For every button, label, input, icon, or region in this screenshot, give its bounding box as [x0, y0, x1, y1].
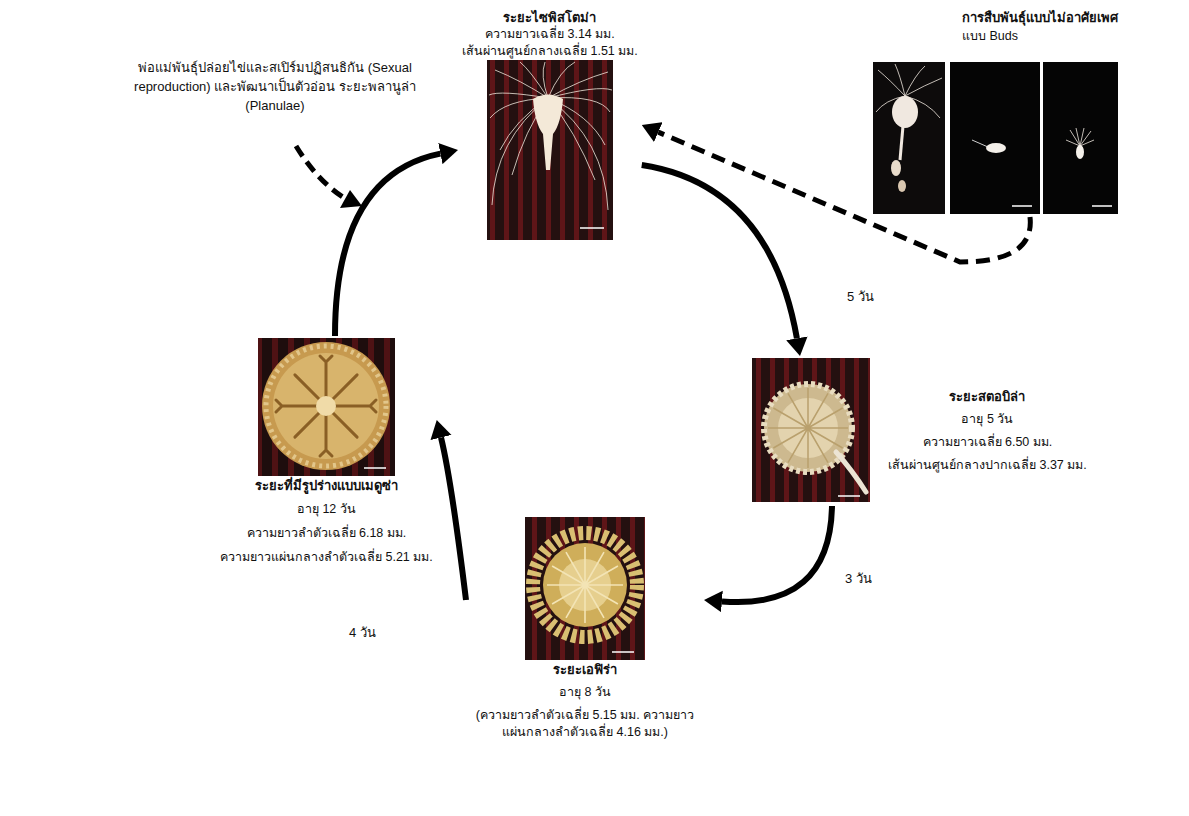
stage-heading: ระยะที่มีรูปร่างแบบเมดูซ่า [220, 477, 433, 494]
stage-heading: ระยะไซพิสโตม่า [462, 9, 638, 26]
scale-bar [1012, 205, 1032, 207]
stage-node: การสืบพันธุ์แบบไม่อาศัยเพศแบบ Buds [870, 6, 1128, 217]
stage-detail: เส้นผ่านศูนย์กลางปากเฉลี่ย 3.37 มม. [888, 457, 1087, 474]
scale-bar [580, 227, 604, 229]
tentacle [1066, 140, 1080, 146]
photo-frame [487, 60, 613, 240]
text-group: ระยะไซพิสโตม่าความยาวเฉลี่ย 3.14 มม.เส้น… [462, 9, 638, 60]
medusa-canals [276, 356, 376, 456]
text-group: ระยะที่มีรูปร่างแบบเมดูซ่าอายุ 12 วันควา… [220, 477, 433, 566]
photo-background [950, 62, 1040, 214]
tentacle [905, 66, 925, 96]
tentacle [495, 70, 548, 98]
polyp-stalk [900, 126, 903, 160]
ephyra-photo [525, 517, 645, 660]
stage-node: ระยะสตอบิล่าอายุ 5 วันความยาวเฉลี่ย 6.50… [752, 356, 1091, 506]
bud [891, 160, 901, 176]
tentacle [905, 78, 942, 96]
scale-bar [612, 651, 634, 653]
polyp-body [533, 95, 563, 171]
medusa-rim [266, 346, 386, 466]
dashed-arrow [658, 132, 1030, 262]
photo-background [525, 517, 645, 660]
tentacle [543, 62, 548, 98]
bud [898, 180, 906, 192]
stage-detail: ความยาวเฉลี่ย 3.14 มม. [462, 26, 638, 43]
stage-node: ระยะที่มีรูปร่างแบบเมดูซ่าอายุ 12 วันควา… [216, 336, 437, 569]
bud [986, 143, 1006, 153]
stage-detail: อายุ 5 วัน [888, 411, 1087, 428]
scyphistoma-photo [487, 60, 613, 240]
medusa-photo [258, 338, 395, 476]
radial-canals [768, 388, 848, 468]
strobila-photo [752, 358, 870, 502]
duration-label: 3 วัน [842, 570, 875, 587]
note-text: พ่อแม่พันธุ์ปล่อยไข่และสเปิร์มปฏิสนธิกัน… [105, 58, 445, 115]
tentacle [878, 70, 905, 96]
stage-node: ระยะเอฟิร่าอายุ 8 วัน (ความยาวลำตัวเฉลี่ย… [466, 515, 704, 744]
cycle-arrow [441, 437, 466, 600]
tentacle [520, 62, 548, 98]
medusa-mouth [316, 396, 336, 416]
polyp-body [892, 96, 918, 128]
stage-detail: แบบ Buds [962, 28, 1124, 45]
stage-heading: ระยะสตอบิล่า [888, 388, 1087, 405]
stage-detail: ความยาวเฉลี่ย 6.50 มม. [888, 434, 1087, 451]
cycle-arrow [642, 165, 797, 338]
text-group: ระยะสตอบิล่าอายุ 5 วันความยาวเฉลี่ย 6.50… [878, 388, 1087, 474]
ephyra-arms [533, 533, 637, 637]
scale-bar [1092, 205, 1112, 207]
photo-frame [523, 518, 647, 661]
polyp-tentacles [489, 62, 612, 210]
photo-background [752, 358, 870, 502]
medusa-umbrella [273, 353, 379, 459]
photo-background [1043, 62, 1118, 214]
pointer-head [340, 190, 362, 208]
small-polyp [1076, 145, 1084, 159]
stage-heading: การสืบพันธุ์แบบไม่อาศัยเพศ [962, 9, 1124, 26]
bud-stalk [972, 140, 988, 147]
budding-photos [873, 62, 1118, 214]
tentacle [548, 72, 608, 98]
photo-frame [874, 60, 1124, 214]
text-group: ระยะเอฟิร่าอายุ 8 วัน (ความยาวลำตัวเฉลี่ย… [470, 661, 700, 741]
stage-detail: ความยาวแผ่นกลางลำตัวเฉลี่ย 5.21 มม. [220, 549, 433, 566]
stage-detail: เส้นผ่านศูนย์กลางเฉลี่ย 1.51 มม. [462, 43, 638, 60]
photo-frame [756, 359, 878, 503]
dashed-pointer [296, 146, 346, 199]
stage-heading: ระยะเอฟิร่า [470, 661, 700, 678]
cycle-arrow [722, 506, 832, 602]
photo-frame [256, 339, 396, 477]
scale-bar [838, 495, 860, 497]
radial-canals [547, 547, 623, 623]
duration-label: 4 วัน [346, 624, 379, 641]
cycle-arrow [335, 154, 440, 336]
photo-background [873, 62, 945, 214]
photo-background [487, 60, 613, 240]
tentacle [1076, 128, 1080, 146]
polyp-tentacles [1066, 128, 1094, 146]
duration-label: 5 วัน [844, 288, 877, 305]
ephyra-disc [543, 543, 627, 627]
scale-bar [364, 467, 386, 469]
photo-background [258, 338, 395, 476]
stage-node: ระยะไซพิสโตม่าความยาวเฉลี่ย 3.14 มม.เส้น… [458, 6, 642, 243]
stage-detail: (ความยาวลำตัวเฉลี่ย 5.15 มม. ความยาวแผ่น… [470, 707, 700, 741]
text-group: การสืบพันธุ์แบบไม่อาศัยเพศแบบ Buds [874, 9, 1124, 45]
strobila-stalk [836, 452, 866, 492]
medusa-bell [262, 342, 390, 470]
tentacle [1080, 140, 1094, 146]
tentacle [895, 64, 905, 96]
stage-detail: ความยาวลำตัวเฉลี่ย 6.18 มม. [220, 525, 433, 542]
stage-detail: อายุ 12 วัน [220, 501, 433, 518]
stage-detail: อายุ 8 วัน [470, 684, 700, 701]
